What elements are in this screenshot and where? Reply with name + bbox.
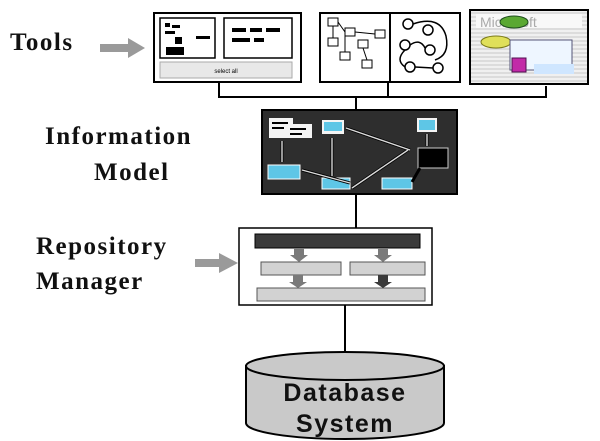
information-model-panel: [261, 109, 458, 195]
tools-arrow: [100, 38, 145, 58]
connector-lines: [218, 82, 547, 352]
database-label-line2: System: [296, 410, 394, 438]
information-model-label-line1: Information: [45, 123, 193, 150]
repository-manager-box: [238, 227, 433, 306]
repository-manager-label-line1: Repository: [36, 233, 168, 260]
repository-manager-arrow: [195, 253, 238, 273]
database-cylinder: Database System: [245, 351, 445, 440]
tool-screenshot-2: [319, 12, 461, 83]
tool-screenshot-3: Microsoft: [469, 9, 589, 85]
tool-screenshot-1: select all: [153, 12, 302, 83]
tools-label: Tools: [10, 29, 74, 56]
database-label-line1: Database: [283, 379, 406, 407]
select-all-label: select all: [214, 69, 237, 75]
repository-manager-label-line2: Manager: [36, 268, 144, 295]
information-model-label-line2: Model: [94, 159, 170, 186]
